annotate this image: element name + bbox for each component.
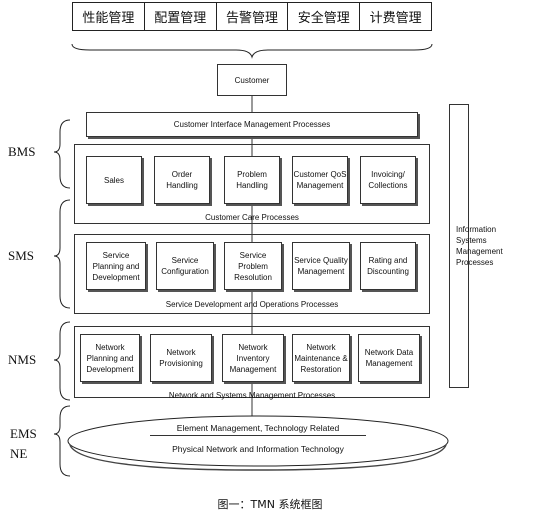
info-systems-label: Information Systems Management Processes	[456, 225, 503, 267]
rating-discounting-box: Rating and Discounting	[360, 242, 416, 290]
ems-divider	[150, 435, 366, 436]
tab-alarm-management: 告警管理	[217, 3, 289, 30]
service-configuration-box: Service Configuration	[156, 242, 214, 290]
top-brace	[71, 43, 433, 59]
customer-box: Customer	[217, 64, 287, 96]
problem-handling-box: Problem Handling	[224, 156, 280, 204]
sms-panel	[74, 234, 430, 314]
info-systems-column	[449, 104, 469, 388]
technology-ellipse	[67, 415, 449, 467]
network-provisioning-box: Network Provisioning	[150, 334, 212, 382]
management-tabs: 性能管理 配置管理 告警管理 安全管理 计费管理	[72, 2, 432, 31]
ems-text: Element Management, Technology Related	[176, 423, 340, 433]
bms-caption: Customer Care Processes	[205, 213, 299, 222]
tab-billing-management: 计费管理	[369, 11, 422, 26]
figure-caption: 图一：TMN 系统框图	[217, 498, 323, 511]
invoicing-collections-box: Invoicing/ Collections	[360, 156, 416, 204]
tab-security-management: 安全管理	[288, 3, 361, 30]
service-planning-box: Service Planning and Development	[86, 242, 146, 290]
network-inventory-box: Network Inventory Management	[222, 334, 284, 382]
ems-brace	[53, 405, 71, 477]
sms-caption: Service Development and Operations Proce…	[165, 300, 339, 309]
bms-brace	[53, 119, 71, 189]
network-planning-box: Network Planning and Development	[80, 334, 140, 382]
bms-label: BMS	[8, 144, 36, 159]
sms-brace	[53, 199, 71, 309]
sales-box: Sales	[86, 156, 142, 204]
nms-brace	[53, 321, 71, 401]
nms-label: NMS	[8, 352, 37, 367]
nms-panel	[74, 326, 430, 398]
ne-label: NE	[10, 446, 28, 461]
nms-caption: Network and Systems Management Processes	[168, 391, 336, 400]
tab-performance-management: 性能管理	[73, 3, 145, 30]
network-maintenance-box: Network Maintenance & Restoration	[292, 334, 350, 382]
order-handling-box: Order Handling	[154, 156, 210, 204]
ellipse-shadow	[69, 444, 447, 471]
ems-label: EMS	[10, 426, 37, 441]
network-data-management-box: Network Data Management	[358, 334, 420, 382]
bms-panel	[74, 144, 430, 224]
service-quality-management-box: Service Quality Management	[292, 242, 350, 290]
customer-interface-management-box: Customer Interface Management Processes	[86, 112, 418, 137]
service-problem-resolution-box: Service Problem Resolution	[224, 242, 282, 290]
customer-qos-management-box: Customer QoS Management	[292, 156, 348, 204]
tab-configuration-management: 配置管理	[145, 3, 217, 30]
ne-text: Physical Network and Information Technol…	[172, 444, 344, 454]
sms-label: SMS	[8, 248, 35, 263]
